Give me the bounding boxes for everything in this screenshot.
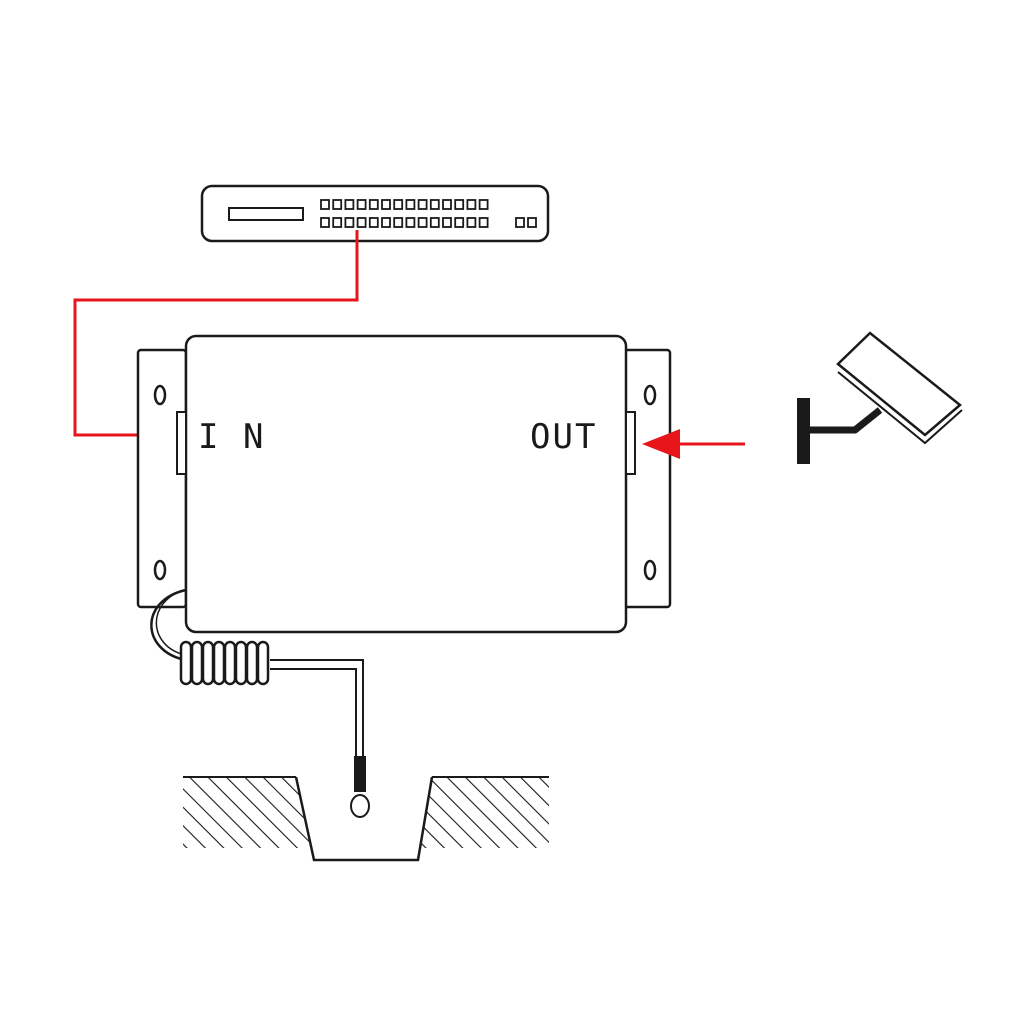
switch-port xyxy=(527,217,537,228)
switch-port xyxy=(356,217,367,228)
out-label: OUT xyxy=(530,417,597,457)
switch-port xyxy=(478,199,489,210)
ground-ring-lug xyxy=(350,794,370,818)
switch-port xyxy=(332,217,343,228)
right-mounting-flange xyxy=(620,348,672,609)
surge-protector-box: I N OUT xyxy=(176,334,636,634)
switch-port xyxy=(405,199,416,210)
coil-loop xyxy=(256,640,270,686)
output-cable xyxy=(642,429,745,459)
coil-loop xyxy=(201,640,215,686)
left-mounting-flange xyxy=(136,348,188,609)
switch-port xyxy=(417,199,428,210)
ground-wire xyxy=(150,588,370,818)
switch-port xyxy=(442,217,452,228)
coil-loop xyxy=(179,640,193,686)
switch-port xyxy=(381,217,391,228)
switch-port xyxy=(393,217,404,228)
switch-port xyxy=(356,199,367,210)
coil-loop xyxy=(223,640,237,686)
switch-port xyxy=(344,199,355,210)
switch-ports xyxy=(320,199,537,228)
ground-coil xyxy=(179,640,270,686)
switch-port xyxy=(429,199,440,210)
switch-port xyxy=(332,199,343,210)
switch-port xyxy=(393,199,404,210)
switch-port xyxy=(429,217,440,228)
switch-port xyxy=(466,199,477,210)
switch-port xyxy=(478,217,489,228)
coil-loop xyxy=(234,640,248,686)
network-switch-icon xyxy=(200,184,550,243)
out-port xyxy=(625,411,636,475)
switch-port xyxy=(320,217,330,228)
coil-loop xyxy=(212,640,226,686)
in-port xyxy=(176,411,187,475)
ground-terminal xyxy=(354,756,366,792)
coil-loop xyxy=(190,640,204,686)
in-label: I N xyxy=(198,417,265,457)
switch-port xyxy=(344,217,355,228)
switch-port xyxy=(368,199,379,210)
switch-port xyxy=(320,199,330,210)
coil-loop xyxy=(245,640,259,686)
switch-port xyxy=(466,217,477,228)
out-arrow-icon xyxy=(642,429,680,459)
switch-port xyxy=(442,199,452,210)
switch-port xyxy=(417,217,428,228)
cctv-camera-icon xyxy=(797,331,963,464)
switch-port xyxy=(454,199,465,210)
switch-port xyxy=(368,217,379,228)
switch-port xyxy=(454,217,465,228)
switch-port xyxy=(515,217,525,228)
switch-port xyxy=(405,217,416,228)
switch-port xyxy=(381,199,391,210)
